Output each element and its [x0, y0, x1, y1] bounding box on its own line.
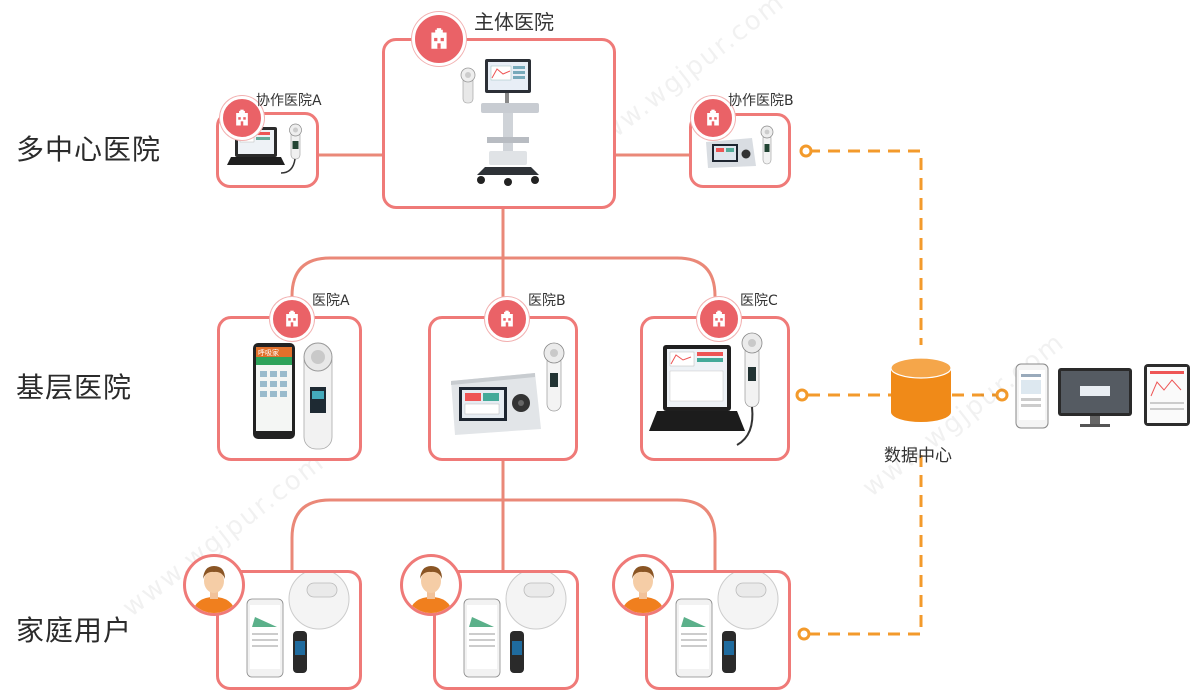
hospital-a-badge	[270, 297, 314, 341]
home-user-1-avatar	[183, 554, 245, 616]
collab-hospital-b-name: 协作医院B	[728, 93, 794, 109]
link-home-1	[290, 498, 503, 572]
main-hospital-box	[382, 38, 616, 209]
hospital-icon	[236, 109, 248, 126]
app-phone-spirometer-image	[463, 573, 567, 678]
hospital-icon	[713, 310, 725, 327]
hospital-b-badge	[485, 297, 529, 341]
collab-hospital-a-name: 协作医院A	[256, 93, 322, 109]
hospital-b-name: 医院B	[528, 293, 566, 309]
hospital-icon	[286, 310, 298, 327]
home-user-3-avatar	[612, 554, 674, 616]
main-hospital-name: 主体医院	[474, 10, 554, 34]
endpoint-home	[797, 627, 811, 641]
user-icon	[192, 566, 236, 613]
hospital-a-name: 医院A	[312, 293, 350, 309]
data-center-icon	[890, 357, 952, 422]
endpoint-hosp-c	[795, 388, 809, 402]
hospital-c-name: 医院C	[740, 293, 778, 309]
data-center-label: 数据中心	[884, 446, 952, 466]
terminal-devices-image	[1015, 363, 1190, 429]
laptop-spirometer-image	[649, 332, 763, 446]
collab-hospital-b-badge	[691, 96, 735, 140]
hospital-icon	[431, 28, 447, 49]
user-icon	[409, 566, 453, 613]
home-user-2-box	[433, 570, 579, 690]
tier-label-home: 家庭用户	[16, 614, 133, 647]
app-phone-spirometer-image	[675, 573, 779, 678]
hospital-icon	[707, 109, 719, 126]
tier-label-multi-center: 多中心医院	[16, 133, 162, 166]
link-home-3	[503, 498, 717, 572]
terminal-screen-text: 呼吸家	[258, 349, 279, 357]
link-branch-c	[503, 256, 717, 318]
tier-label-primary: 基层医院	[16, 371, 133, 404]
endpoint-terminals	[995, 388, 1009, 402]
main-hospital-badge	[412, 12, 466, 66]
home-user-2-avatar	[400, 554, 462, 616]
dash-collab-b	[808, 149, 923, 345]
hospital-c-badge	[697, 297, 741, 341]
endpoint-collab-b	[799, 144, 813, 158]
user-icon	[621, 566, 665, 613]
collab-hospital-a-badge	[220, 96, 264, 140]
spirometer-cart-image	[460, 59, 539, 186]
home-user-1-box	[216, 570, 362, 690]
handheld-terminal-spirometer-image	[253, 342, 333, 450]
desktop-spirometer-image	[706, 125, 774, 168]
hospital-icon	[501, 310, 513, 327]
app-phone-spirometer-image	[246, 573, 350, 678]
link-branch-a	[290, 256, 503, 318]
hospital-a-box: 呼吸家	[217, 316, 362, 461]
desktop-spirometer-image	[451, 342, 565, 435]
